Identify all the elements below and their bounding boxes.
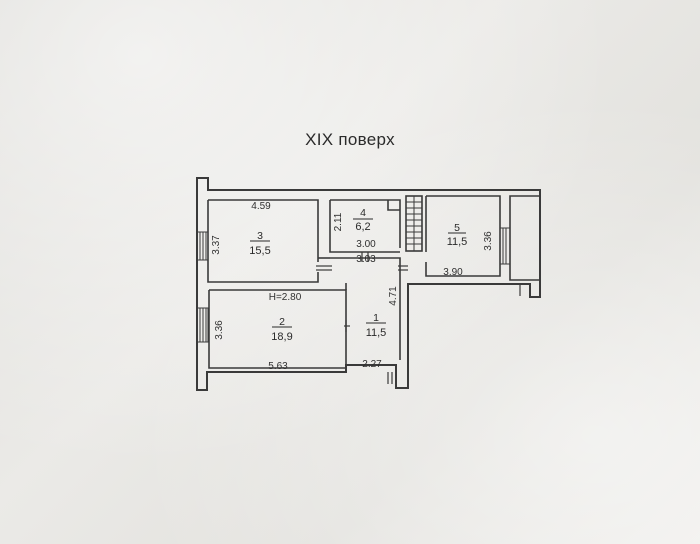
floor-title: XIX поверх — [305, 130, 395, 149]
dim-room1-height: 4.71 — [388, 286, 399, 306]
room-label-lines — [250, 218, 466, 328]
room-2-area: 18,9 — [271, 331, 292, 343]
dim-room3-height: 3.37 — [211, 235, 222, 255]
door-marks — [316, 252, 521, 384]
dim-room3-width: 4.59 — [251, 201, 271, 212]
dim-room2-ceiling: H=2.80 — [269, 292, 302, 303]
room-3-number: 3 — [257, 230, 263, 242]
room-5-area: 11,5 — [447, 236, 468, 248]
windows — [196, 227, 511, 343]
stairs — [406, 196, 422, 251]
dim-room4-width-top: 3.00 — [356, 239, 376, 250]
dim-room4-width-bottom: 3.03 — [356, 254, 376, 265]
outer-walls — [196, 177, 541, 391]
dim-room5-width: 3.90 — [443, 267, 463, 278]
dim-room2-width: 5.63 — [268, 361, 288, 372]
room-3-area: 15,5 — [249, 245, 270, 257]
room-1-number: 1 — [373, 312, 379, 324]
room-4-area: 6,2 — [355, 221, 370, 233]
room-5-number: 5 — [454, 222, 460, 234]
room-4-number: 4 — [360, 207, 366, 219]
inner-walls — [207, 195, 541, 369]
dim-room2-height: 3.36 — [214, 320, 225, 340]
room-1-area: 11,5 — [366, 327, 387, 339]
dim-room5-height: 3.36 — [483, 231, 494, 251]
room-2-number: 2 — [279, 316, 285, 328]
dim-room4-height: 2.11 — [333, 212, 344, 231]
dim-room1-width: 2.27 — [362, 359, 382, 370]
